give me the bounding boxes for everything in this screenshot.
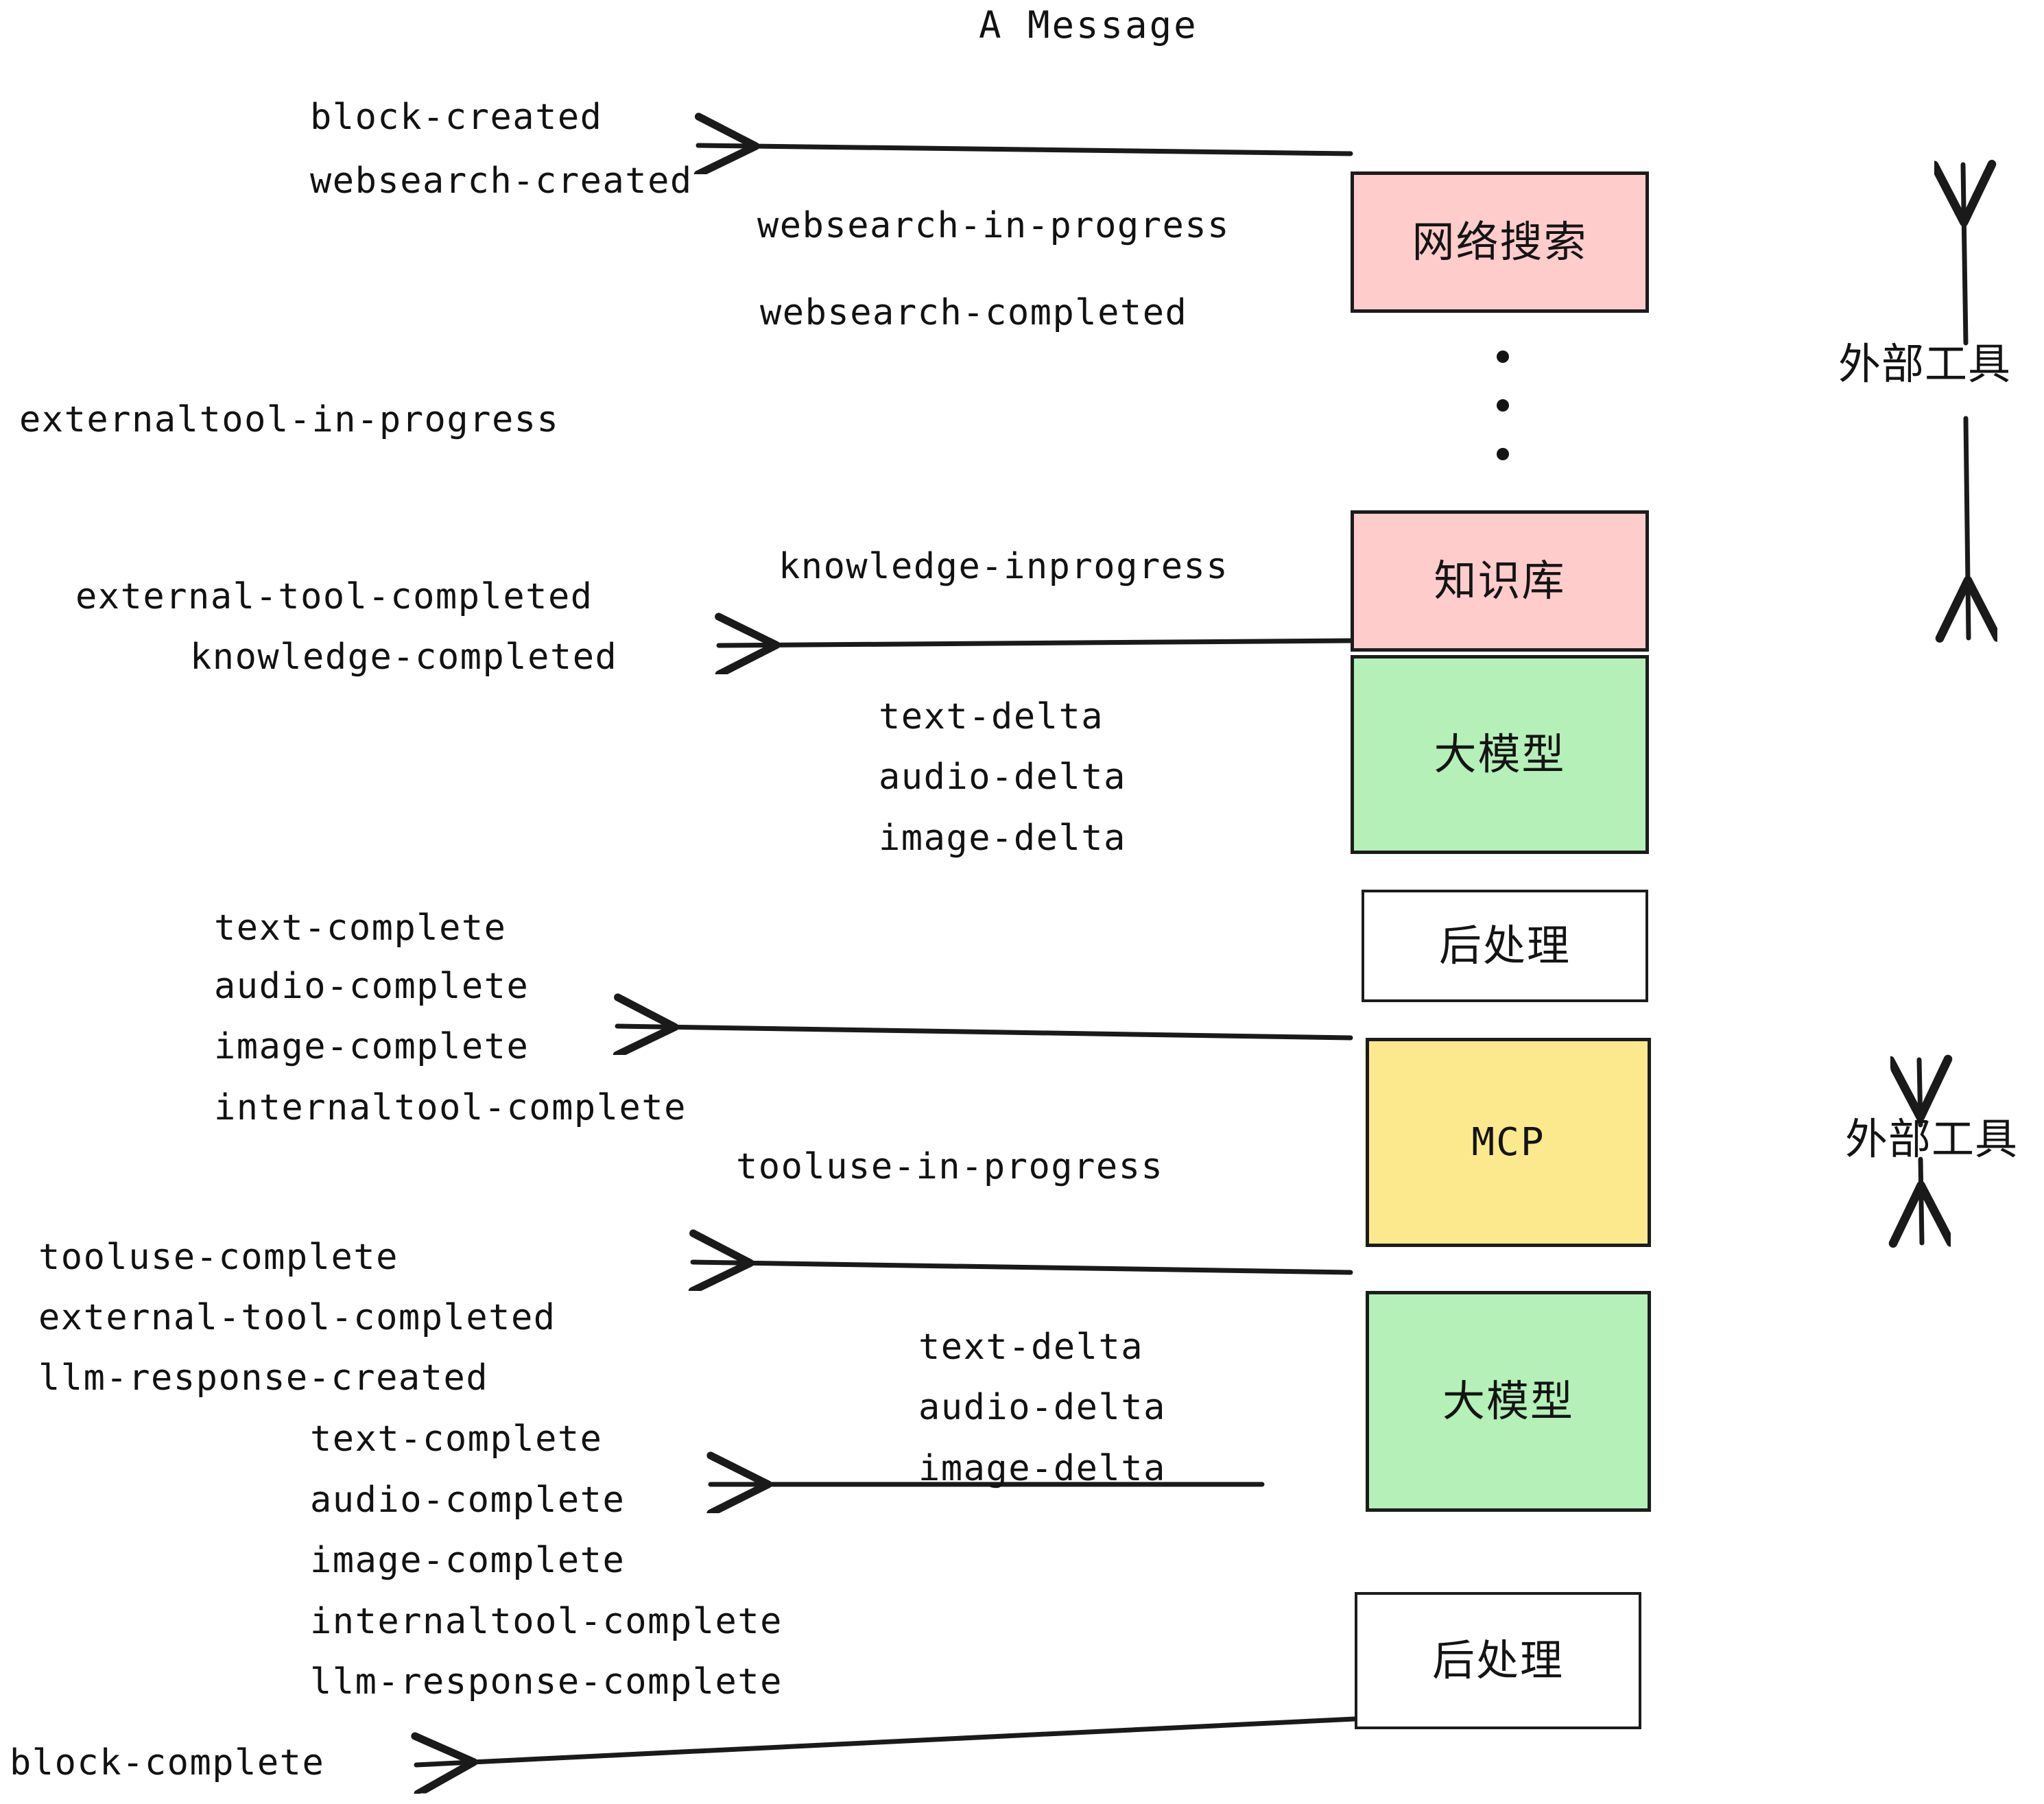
scope-arrow-down-bottom [1921,1156,1922,1243]
event-audio-complete-1: audio-complete [214,966,530,1007]
scope-arrow-down-top [1966,416,1969,638]
event-text-delta-1: text-delta [879,696,1104,737]
node-postprocess-2[interactable]: 后处理 [1355,1592,1641,1729]
event-llm-response-created: llm-response-created [38,1357,489,1399]
event-internaltool-complete-1: internaltool-complete [214,1087,687,1128]
event-text-complete-1: text-complete [214,907,507,949]
event-tooluse-complete: tooluse-complete [38,1237,399,1278]
event-image-delta-2: image-delta [918,1448,1166,1489]
node-postprocess-1[interactable]: 后处理 [1362,890,1648,1002]
event-text-delta-2: text-delta [918,1327,1144,1368]
arrow-websearch-created [698,145,1353,154]
node-websearch[interactable]: 网络搜索 [1351,171,1649,313]
event-image-complete-1: image-complete [214,1026,530,1067]
node-llm-1-label: 大模型 [1434,729,1566,779]
scope-arrows-external-tools-bottom [1919,1060,1922,1243]
scope-label-external-tools-bottom: 外部工具 [1845,1114,2019,1164]
event-websearch-in-progress: websearch-in-progress [757,205,1230,246]
event-audio-delta-2: audio-delta [918,1387,1166,1428]
scope-arrow-up-top [1963,165,1966,346]
event-external-tool-completed-2: external-tool-completed [38,1297,556,1338]
arrow-knowledge-completed [719,641,1353,645]
page-title: A Message [979,3,1198,47]
node-knowledge-label: 知识库 [1434,556,1566,606]
event-audio-complete-2: audio-complete [310,1480,626,1521]
scope-arrow-up-bottom [1919,1060,1921,1128]
node-llm-1[interactable]: 大模型 [1351,655,1649,854]
event-knowledge-inprogress: knowledge-inprogress [779,546,1229,587]
arrow-tooluse-complete [693,1262,1353,1272]
event-text-complete-2: text-complete [310,1419,603,1460]
node-mcp-label: MCP [1471,1119,1545,1165]
event-image-complete-2: image-complete [310,1540,626,1581]
node-websearch-label: 网络搜索 [1412,217,1588,267]
event-llm-response-complete: llm-response-complete [310,1661,783,1702]
event-block-created: block-created [310,97,603,138]
event-external-tool-completed-1: external-tool-completed [75,576,593,617]
scope-arrows-external-tools-top [1963,165,1969,638]
event-websearch-completed: websearch-completed [760,292,1188,333]
event-tooluse-in-progress: tooluse-in-progress [736,1146,1164,1187]
ellipsis-dot-3 [1497,448,1509,460]
event-externaltool-in-progress: externaltool-in-progress [19,399,560,440]
event-audio-delta-1: audio-delta [879,757,1126,798]
arrow-image-complete [617,1026,1353,1038]
arrow-block-complete [416,1716,1357,1765]
flow-arrows [416,145,1357,1765]
event-image-delta-1: image-delta [879,818,1126,859]
event-block-complete: block-complete [10,1742,325,1783]
ellipsis-dot-2 [1497,399,1509,412]
event-websearch-created: websearch-created [310,161,693,202]
event-knowledge-completed: knowledge-completed [190,637,618,678]
node-llm-2-label: 大模型 [1442,1376,1574,1426]
ellipsis-dot-1 [1497,351,1509,363]
scope-label-external-tools-top: 外部工具 [1838,339,2012,389]
node-postprocess-2-label: 后处理 [1431,1635,1564,1685]
node-mcp[interactable]: MCP [1366,1038,1651,1247]
event-internaltool-complete-2: internaltool-complete [310,1601,783,1642]
node-postprocess-1-label: 后处理 [1438,921,1571,971]
node-knowledge[interactable]: 知识库 [1351,510,1649,652]
node-llm-2[interactable]: 大模型 [1366,1291,1651,1512]
